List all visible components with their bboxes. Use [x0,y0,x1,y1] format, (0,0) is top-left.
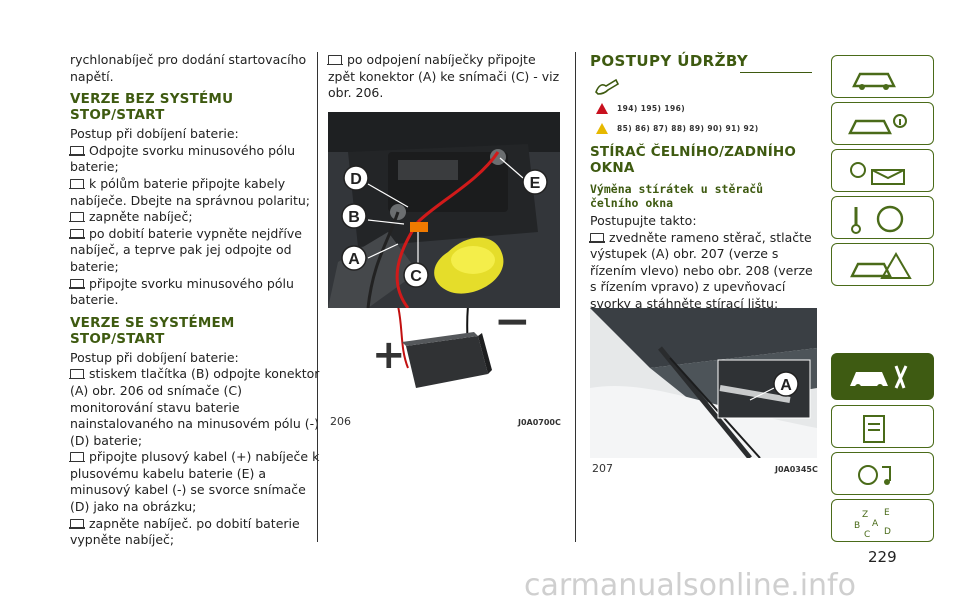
svg-text:C: C [410,268,422,285]
watermark: carmanualsonline.info [524,568,856,603]
charger-battery-illustration: + − [372,308,531,388]
section-title: POSTUPY ÚDRŽBY [590,52,749,70]
bullet-list-1: Odpojte svorku minusového pólu baterie; … [69,142,320,309]
lead-text-2: Postup při dobíjení baterie: [70,349,239,365]
figure-206-battery-charging: D B A C E [328,112,560,308]
column-divider-1 [317,52,318,542]
label-b: B [341,203,367,229]
list-item: připojte plusový kabel (+) nabíječe k pl… [69,449,320,515]
svg-text:A: A [872,519,879,529]
figure-207-number: 207 [592,462,613,475]
list-item: po odpojení nabíječky připojte zpět kone… [327,52,560,101]
subheading-wiper-blades: Výměna stírátek u stěračů čelního okna [590,182,764,210]
list-item: zvedněte rameno stěrač, stlačte výstupek… [589,229,813,311]
bullet-icon [327,55,343,65]
column-divider-2 [575,52,576,542]
heading-start-stop: VERZE SE SYSTÉMEM STOP/START [70,314,235,347]
page-number: 229 [868,548,897,566]
alphabetical-index-icon: Z E B A C D [854,508,891,538]
heading-no-start-stop: VERZE BEZ SYSTÉMU STOP/START [70,91,234,124]
multimedia-icon [858,465,891,485]
list-item: po dobití baterie vypněte nejdříve nabíj… [69,225,302,274]
bullet-icon [69,369,85,380]
figure-206-number: 206 [330,415,351,428]
sidebar-item-lights[interactable] [831,149,934,192]
battery-engine-photo: D B A C E [328,112,560,308]
figure-206-code: J0A0700C [518,418,561,427]
list-item: zapněte nabíječ. po dobití baterie vypně… [69,515,300,548]
list-item: stiskem tlačítka (B) odpojte konektor (A… [69,366,320,448]
svg-text:D: D [350,171,362,188]
plus-sign: + [372,332,406,378]
safety-steering-icon [851,205,904,234]
bullet-icon [589,232,605,243]
bullet-list-2: stiskem tlačítka (B) odpojte konektor (A… [69,366,320,549]
svg-text:B: B [348,209,360,226]
sidebar-item-index[interactable]: Z E B A C D [831,499,934,542]
svg-text:A: A [780,377,792,394]
bullet-icon [69,145,85,156]
list-item: k pólům baterie připojte kabely nabíječe… [69,175,310,208]
bullet-icon [69,212,85,223]
column-2: po odpojení nabíječky připojte zpět kone… [327,52,564,102]
lead-text-3: Postupujte takto: [590,213,697,228]
label-e: E [522,169,548,195]
sidebar-item-service[interactable] [831,353,934,400]
figure-207-code: J0A0345C [775,465,818,474]
technical-data-icon [863,415,885,443]
section-title-rule [740,72,812,73]
svg-text:E: E [884,508,890,518]
label-d: D [343,165,369,191]
warning-triangle-car-icon [850,252,912,279]
label-a: A [341,245,367,271]
bullet-icon [69,452,85,463]
svg-text:D: D [884,527,891,537]
list-item: zapněte nabíječ; [69,209,320,226]
sidebar-item-emergency[interactable] [831,243,934,286]
warning-refs-yellow: 85) 86) 87) 88) 89) 90) 91) 92) [596,118,818,134]
list-item: Odpojte svorku minusového pólu baterie; [69,142,296,175]
warning-refs-red: 194) 195) 196) [596,98,818,114]
warning-red-icon [596,103,608,114]
bullet-icon [69,278,85,289]
wrench-hand-icon [594,78,620,96]
svg-text:E: E [530,175,541,192]
bullet-icon [69,228,85,239]
lead-text-1: Postup při dobíjení baterie: [70,126,239,142]
column-3: POSTUPY ÚDRŽBY 194) 195) 196) 85) 86) 87… [589,52,818,313]
sidebar-item-safety[interactable] [831,196,934,239]
list-item: připojte svorku minusového pólu baterie. [69,275,294,308]
sidebar-item-multimedia[interactable] [831,452,934,495]
figure-207-wiper: A [590,308,817,458]
figure-206-charger-drawing: + − [328,308,560,408]
warning-yellow-icon [596,123,608,134]
car-info-icon [848,114,907,135]
car-dashboard-icon [852,72,896,90]
car-service-icon [850,365,908,390]
sidebar-item-car-dashboard[interactable] [831,55,934,98]
svg-text:B: B [854,521,860,531]
heading-wiper: STÍRAČ ČELNÍHO/ZADNÍHO OKNA [590,144,797,176]
svg-text:Z: Z [862,510,868,520]
svg-text:C: C [864,530,870,538]
label-c: C [403,262,429,288]
wiper-photo: A [590,308,817,458]
column-1: rychlonabíječ pro dodání startovacího na… [69,52,320,549]
minus-sign: − [494,308,531,347]
bullet-icon [69,518,85,529]
sidebar-item-car-info[interactable] [831,102,934,145]
light-message-icon [850,162,905,185]
sidebar-item-technical-data[interactable] [831,405,934,448]
bullet-icon [69,178,85,189]
intro-text: rychlonabíječ pro dodání startovacího na… [70,52,307,84]
label-a-wiper: A [773,371,799,397]
svg-text:A: A [348,251,360,268]
